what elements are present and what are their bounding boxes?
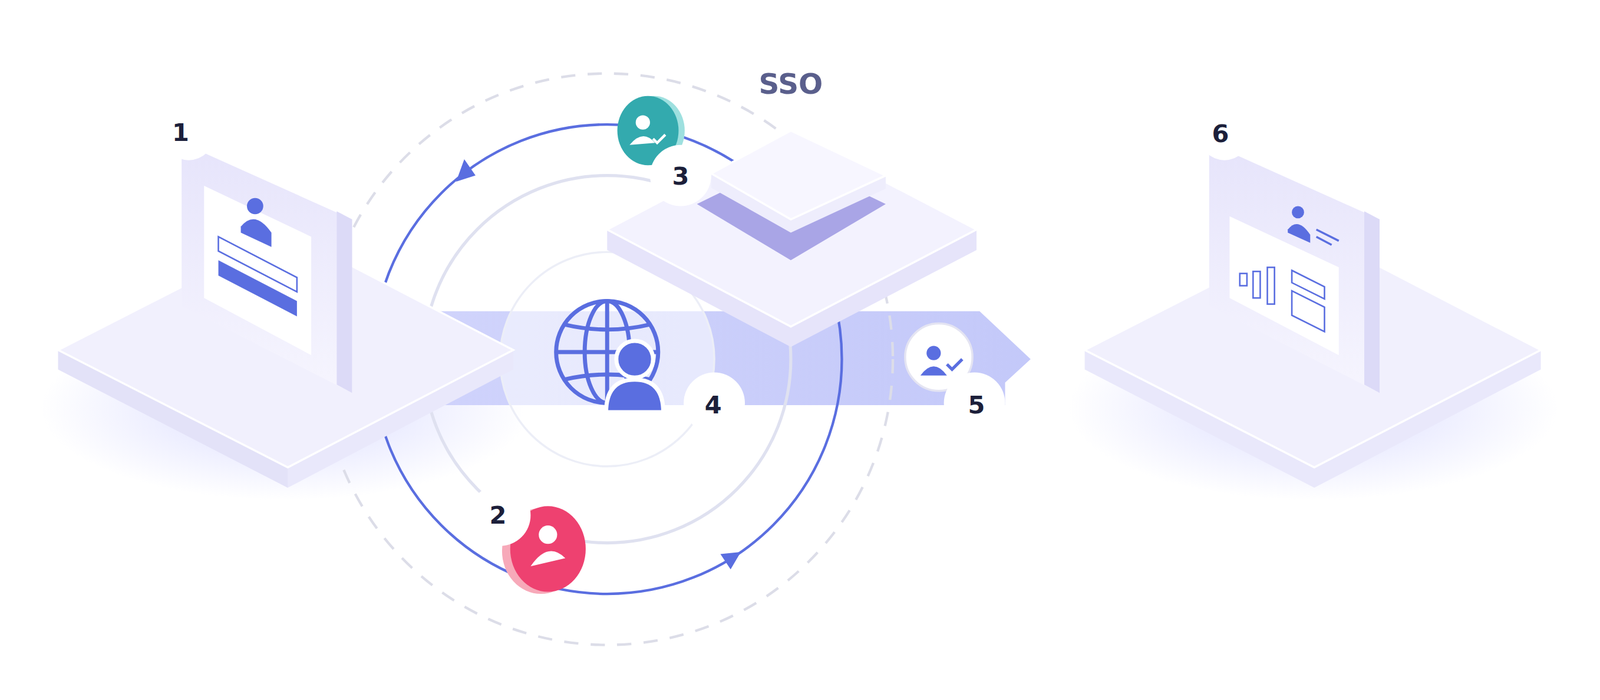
callout-number: 4 [704, 392, 722, 418]
callout-number: 1 [172, 120, 190, 145]
callout-number: 6 [1211, 121, 1229, 147]
callout-number: 3 [671, 164, 689, 190]
callout-number: 2 [489, 502, 507, 528]
title-text: SSO [758, 69, 823, 98]
callout-number: 5 [968, 392, 986, 418]
